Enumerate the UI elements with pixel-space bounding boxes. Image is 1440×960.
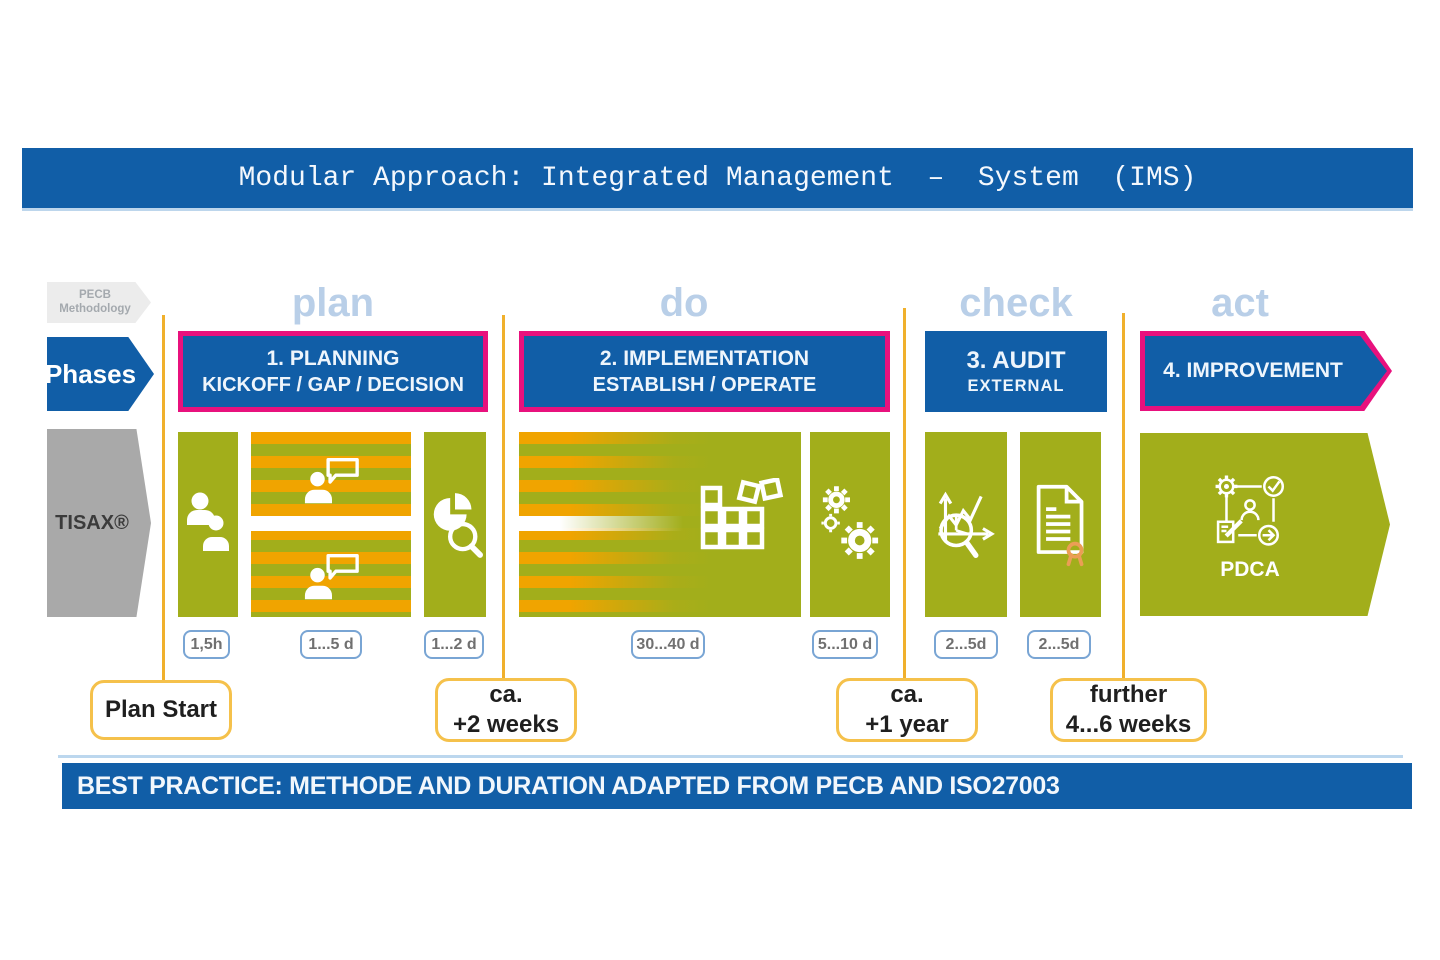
column-header-check: check [959,281,1073,325]
phase2-subtitle: ESTABLISH / OPERATE [592,374,817,397]
duration-chip-implementation: 30...40 d [631,630,705,659]
pdca-label: PDCA [1220,557,1280,581]
phase4-arrow-body: 4. IMPROVEMENT [1145,336,1387,406]
user-speech-bubble-icon [304,458,359,504]
duration-chip-audit: 2...5d [934,630,998,659]
duration-chip-kickoff: 1,5h [183,630,230,659]
phase-box-implementation: 2. IMPLEMENTATION ESTABLISH / OPERATE [519,331,890,412]
pie-magnifier-icon [433,492,483,558]
column-header-plan: plan [291,281,375,325]
step-workshops [251,432,411,617]
phase-box-improvement: 4. IMPROVEMENT [1140,331,1392,411]
duration-chip-certificate: 2...5d [1027,630,1091,659]
building-blocks-icon [700,478,784,550]
step-gap-analysis [424,432,486,617]
pecb-methodology-line1: PECB [79,288,111,301]
two-users-icon [187,492,229,551]
phase-box-audit: 3. AUDIT EXTERNAL [925,331,1107,412]
connector-line-1year [903,308,906,678]
phases-row-label: Phases [47,337,154,411]
phase3-subtitle: EXTERNAL [967,377,1065,396]
slide-title: Modular Approach: Integrated Management … [238,162,1197,194]
connector-line-4-6weeks [1122,313,1125,678]
step-implementation [519,432,801,617]
duration-chip-gap: 1...2 d [424,630,484,659]
connector-line-2weeks [502,315,505,678]
best-practice-banner: BEST PRACTICE: METHODE AND DURATION ADAP… [62,763,1412,809]
callout-plus-2-weeks: ca. +2 weeks [435,678,577,742]
callout-further-line1: further [1089,681,1168,708]
callout-further-line2: 4...6 weeks [1065,711,1192,738]
callout-2weeks-line2: +2 weeks [452,711,560,738]
duration-chip-operate: 5...10 d [812,630,878,659]
phase1-title: 1. PLANNING [266,346,400,370]
callout-plus-1-year: ca. +1 year [836,678,978,742]
divider-line [58,755,1403,758]
column-header-do: do [659,281,709,325]
step-improvement: PDCA [1140,433,1390,616]
tisax-row-label: TISAX® [47,429,151,617]
phase2-title: 2. IMPLEMENTATION [599,346,810,370]
chart-magnifier-icon [938,491,995,558]
callout-plan-start-line1: Plan Start [104,696,218,723]
step-certificate [1020,432,1101,617]
duration-chip-workshops: 1...5 d [300,630,362,659]
step-kickoff [178,432,238,617]
pecb-methodology-tag: PECB Methodology [47,282,151,323]
pdca-cycle-icon [1215,475,1285,546]
connector-line-plan-start [162,315,165,680]
step-operate [810,432,890,617]
gears-icon [821,485,879,559]
phase4-title: 4. IMPROVEMENT [1163,359,1343,382]
phases-label-text: Phases [44,358,137,389]
callout-1year-line2: +1 year [865,711,949,738]
phase3-title: 3. AUDIT [966,347,1066,375]
workshop-divider [251,516,411,531]
document-ribbon-icon [1036,484,1083,566]
phase1-subtitle: KICKOFF / GAP / DECISION [202,374,464,397]
user-speech-bubble-icon [304,554,359,600]
pecb-methodology-line2: Methodology [59,302,131,315]
callout-plan-start: Plan Start [90,680,232,740]
callout-further-weeks: further 4...6 weeks [1050,678,1207,742]
step-audit-review [925,432,1007,617]
column-header-act: act [1211,281,1269,325]
tisax-label-text: TISAX® [55,511,129,534]
best-practice-text: BEST PRACTICE: METHODE AND DURATION ADAP… [77,771,1060,800]
callout-2weeks-line1: ca. [489,681,523,708]
callout-1year-line1: ca. [890,681,924,708]
phase-box-planning: 1. PLANNING KICKOFF / GAP / DECISION [178,331,488,412]
title-banner: Modular Approach: Integrated Management … [22,148,1413,211]
implementation-progress-band [519,516,683,531]
